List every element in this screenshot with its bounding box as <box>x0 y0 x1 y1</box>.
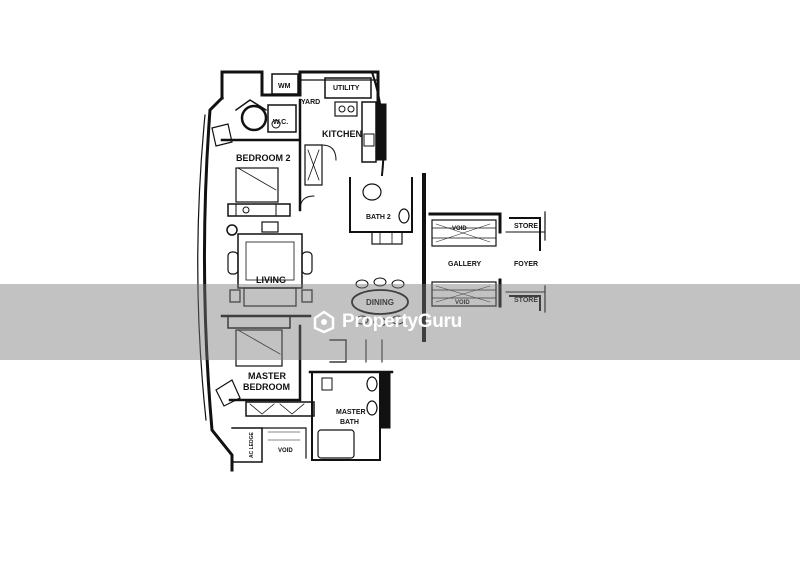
master-bedroom-label-2: BEDROOM <box>243 382 290 392</box>
living-label: LIVING <box>256 275 286 285</box>
master-bath-label-2: BATH <box>340 419 359 426</box>
kitchen-sink <box>334 101 358 117</box>
dining-table <box>351 289 409 315</box>
store-bottom-label: STORE <box>514 297 538 304</box>
kitchen-counter <box>361 101 377 163</box>
propertyguru-logo-icon <box>313 310 335 334</box>
wm-label: WM <box>278 83 291 90</box>
master-bedroom-label-1: MASTER <box>248 371 287 381</box>
void-bottom-label: VOID <box>278 448 293 454</box>
bath2-label: BATH 2 <box>366 214 391 221</box>
store-top-label: STORE <box>514 223 538 230</box>
bedroom2-label: BEDROOM 2 <box>236 153 291 163</box>
void-mid-label: VOID <box>455 300 470 306</box>
master-bathtub <box>317 429 355 459</box>
gallery-label: GALLERY <box>448 261 482 268</box>
plant <box>226 224 238 236</box>
master-bath-label-1: MASTER <box>336 409 366 416</box>
round-stair <box>240 104 268 132</box>
master-wardrobe <box>245 401 315 417</box>
yard-label: YARD <box>301 99 320 106</box>
void-top-label: VOID <box>452 226 467 232</box>
utility-label: UTILITY <box>333 85 360 92</box>
bed-2 <box>235 167 279 203</box>
ac-ledge-label: AC LEDGE <box>249 432 255 459</box>
void-mid <box>431 281 497 307</box>
master-bed <box>235 329 283 367</box>
dining-label: DINING <box>366 298 394 307</box>
bath2-basin <box>362 183 382 201</box>
watermark: PropertyGuru <box>312 310 462 334</box>
wc-toilet <box>271 119 281 129</box>
wm-room <box>271 73 299 95</box>
foyer-label: FOYER <box>514 261 538 268</box>
watermark-text: PropertyGuru <box>342 311 462 332</box>
watermark-band <box>0 284 800 360</box>
sofa <box>243 287 297 307</box>
wc-label: W.C. <box>273 119 288 126</box>
utility-room <box>324 77 372 99</box>
outer-wall <box>202 70 234 472</box>
kitchen-label: KITCHEN <box>322 129 362 139</box>
void-top <box>431 219 497 247</box>
